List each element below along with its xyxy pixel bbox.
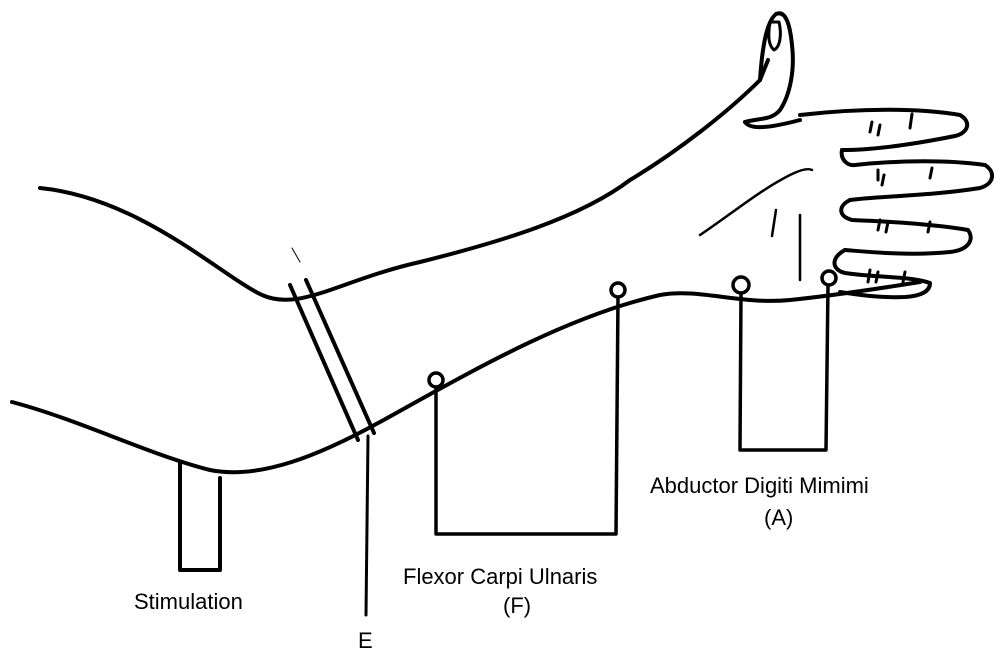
palm-crease-vertical bbox=[772, 210, 776, 236]
fcu-electrode-pair bbox=[429, 283, 625, 534]
electrode-e-lead bbox=[366, 436, 368, 615]
finger-ring bbox=[841, 200, 970, 254]
fcu-electrode-distal bbox=[611, 283, 625, 297]
finger-middle bbox=[842, 150, 992, 200]
stimulation-electrode bbox=[180, 462, 220, 570]
label-fcu-code: (F) bbox=[503, 593, 531, 618]
palm-crease-thenar bbox=[700, 169, 812, 235]
elbow-line bbox=[292, 248, 300, 262]
arm-lower-contour bbox=[12, 282, 920, 472]
label-fcu-name: Flexor Carpi Ulnaris bbox=[403, 564, 597, 589]
finger-little bbox=[834, 250, 930, 297]
label-electrode-e: E bbox=[358, 628, 373, 652]
adm-electrode-proximal bbox=[733, 277, 749, 293]
label-adm-code: (A) bbox=[764, 505, 793, 530]
thumbnail bbox=[769, 22, 781, 50]
finger-index bbox=[800, 110, 967, 150]
adm-electrode-distal bbox=[822, 271, 836, 285]
label-adm-name: Abductor Digiti Mimimi bbox=[650, 473, 869, 498]
arm-upper-contour bbox=[40, 60, 768, 300]
arm-outline bbox=[12, 13, 992, 472]
label-stimulation: Stimulation bbox=[134, 589, 243, 614]
fcu-electrode-proximal bbox=[429, 373, 443, 387]
electrode-e-band bbox=[290, 280, 374, 440]
